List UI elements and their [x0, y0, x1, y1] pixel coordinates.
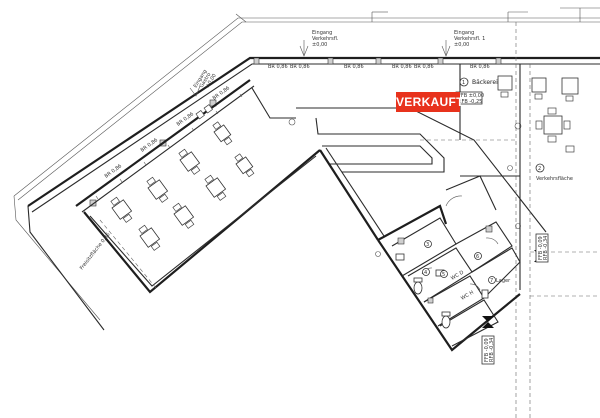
room-5-number: 5: [442, 272, 445, 278]
entrance-markers: Eingang Verkehrsfl. ±0,00 Eingang Verkeh…: [189, 30, 485, 97]
level-tag-3-line2: RFB -0,34: [489, 338, 495, 362]
level-tag-3-line1: FFB -0,09: [484, 338, 490, 362]
entrance-2-sub: Verkehrsfl. 1: [454, 36, 485, 42]
entrance-1-name: Eingang: [312, 30, 332, 36]
level-tag-1-line1: FFB ±0,00: [458, 93, 484, 99]
svg-text:BR 0,86: BR 0,86: [104, 163, 123, 179]
circulation-area: [420, 22, 600, 418]
room-2-number: 2: [538, 166, 541, 172]
service-rooms: [377, 175, 546, 352]
entrance-2-level: ±0,00: [454, 42, 469, 48]
terrace-label: Freisitzfläche 0,86: [79, 232, 112, 271]
room-7-number: 7: [490, 278, 493, 284]
bakery-core: [288, 107, 547, 257]
room-7-name: Lager: [496, 278, 511, 284]
room-1-number: 1: [462, 80, 465, 86]
svg-text:BR 0,86: BR 0,86: [470, 64, 490, 70]
room-6-number: 6: [476, 254, 479, 260]
svg-text:BR 0,86: BR 0,86: [212, 85, 231, 101]
svg-text:BR 0,86: BR 0,86: [140, 137, 159, 153]
svg-text:BR 0,86: BR 0,86: [268, 64, 288, 70]
svg-text:BR 0,86: BR 0,86: [290, 64, 310, 70]
room-1-name: Bäckerei: [472, 79, 498, 86]
level-tag-2-line1: FFB -0,09: [538, 236, 544, 260]
svg-text:BR 0,86: BR 0,86: [392, 64, 412, 70]
outer-walls: [13, 7, 600, 331]
entrance-1-sub: Verkehrsfl.: [312, 36, 339, 42]
room-2-name: Verkehrsfläche: [536, 176, 573, 182]
level-tags: FFB ±0,00 RFB -0,25 FFB -0,09 RFB -0,34 …: [455, 91, 549, 365]
level-tag-1-line2: RFB -0,25: [458, 99, 482, 105]
dining-wing: Freisitzfläche 0,86: [75, 79, 321, 294]
level-tag-2-line2: RFB -0,34: [543, 236, 549, 260]
room-3-number: 3: [426, 242, 429, 248]
entrance-1-level: ±0,00: [312, 42, 327, 48]
svg-text:BR 0,86: BR 0,86: [414, 64, 434, 70]
svg-text:BR 0,86: BR 0,86: [344, 64, 364, 70]
room-4-number: 4: [424, 270, 427, 276]
room-6-name: WC H: [460, 290, 475, 302]
dining-furniture: [110, 104, 255, 251]
entrance-2-name: Eingang: [454, 30, 474, 36]
sold-badge: VERKAUFT: [396, 92, 463, 112]
